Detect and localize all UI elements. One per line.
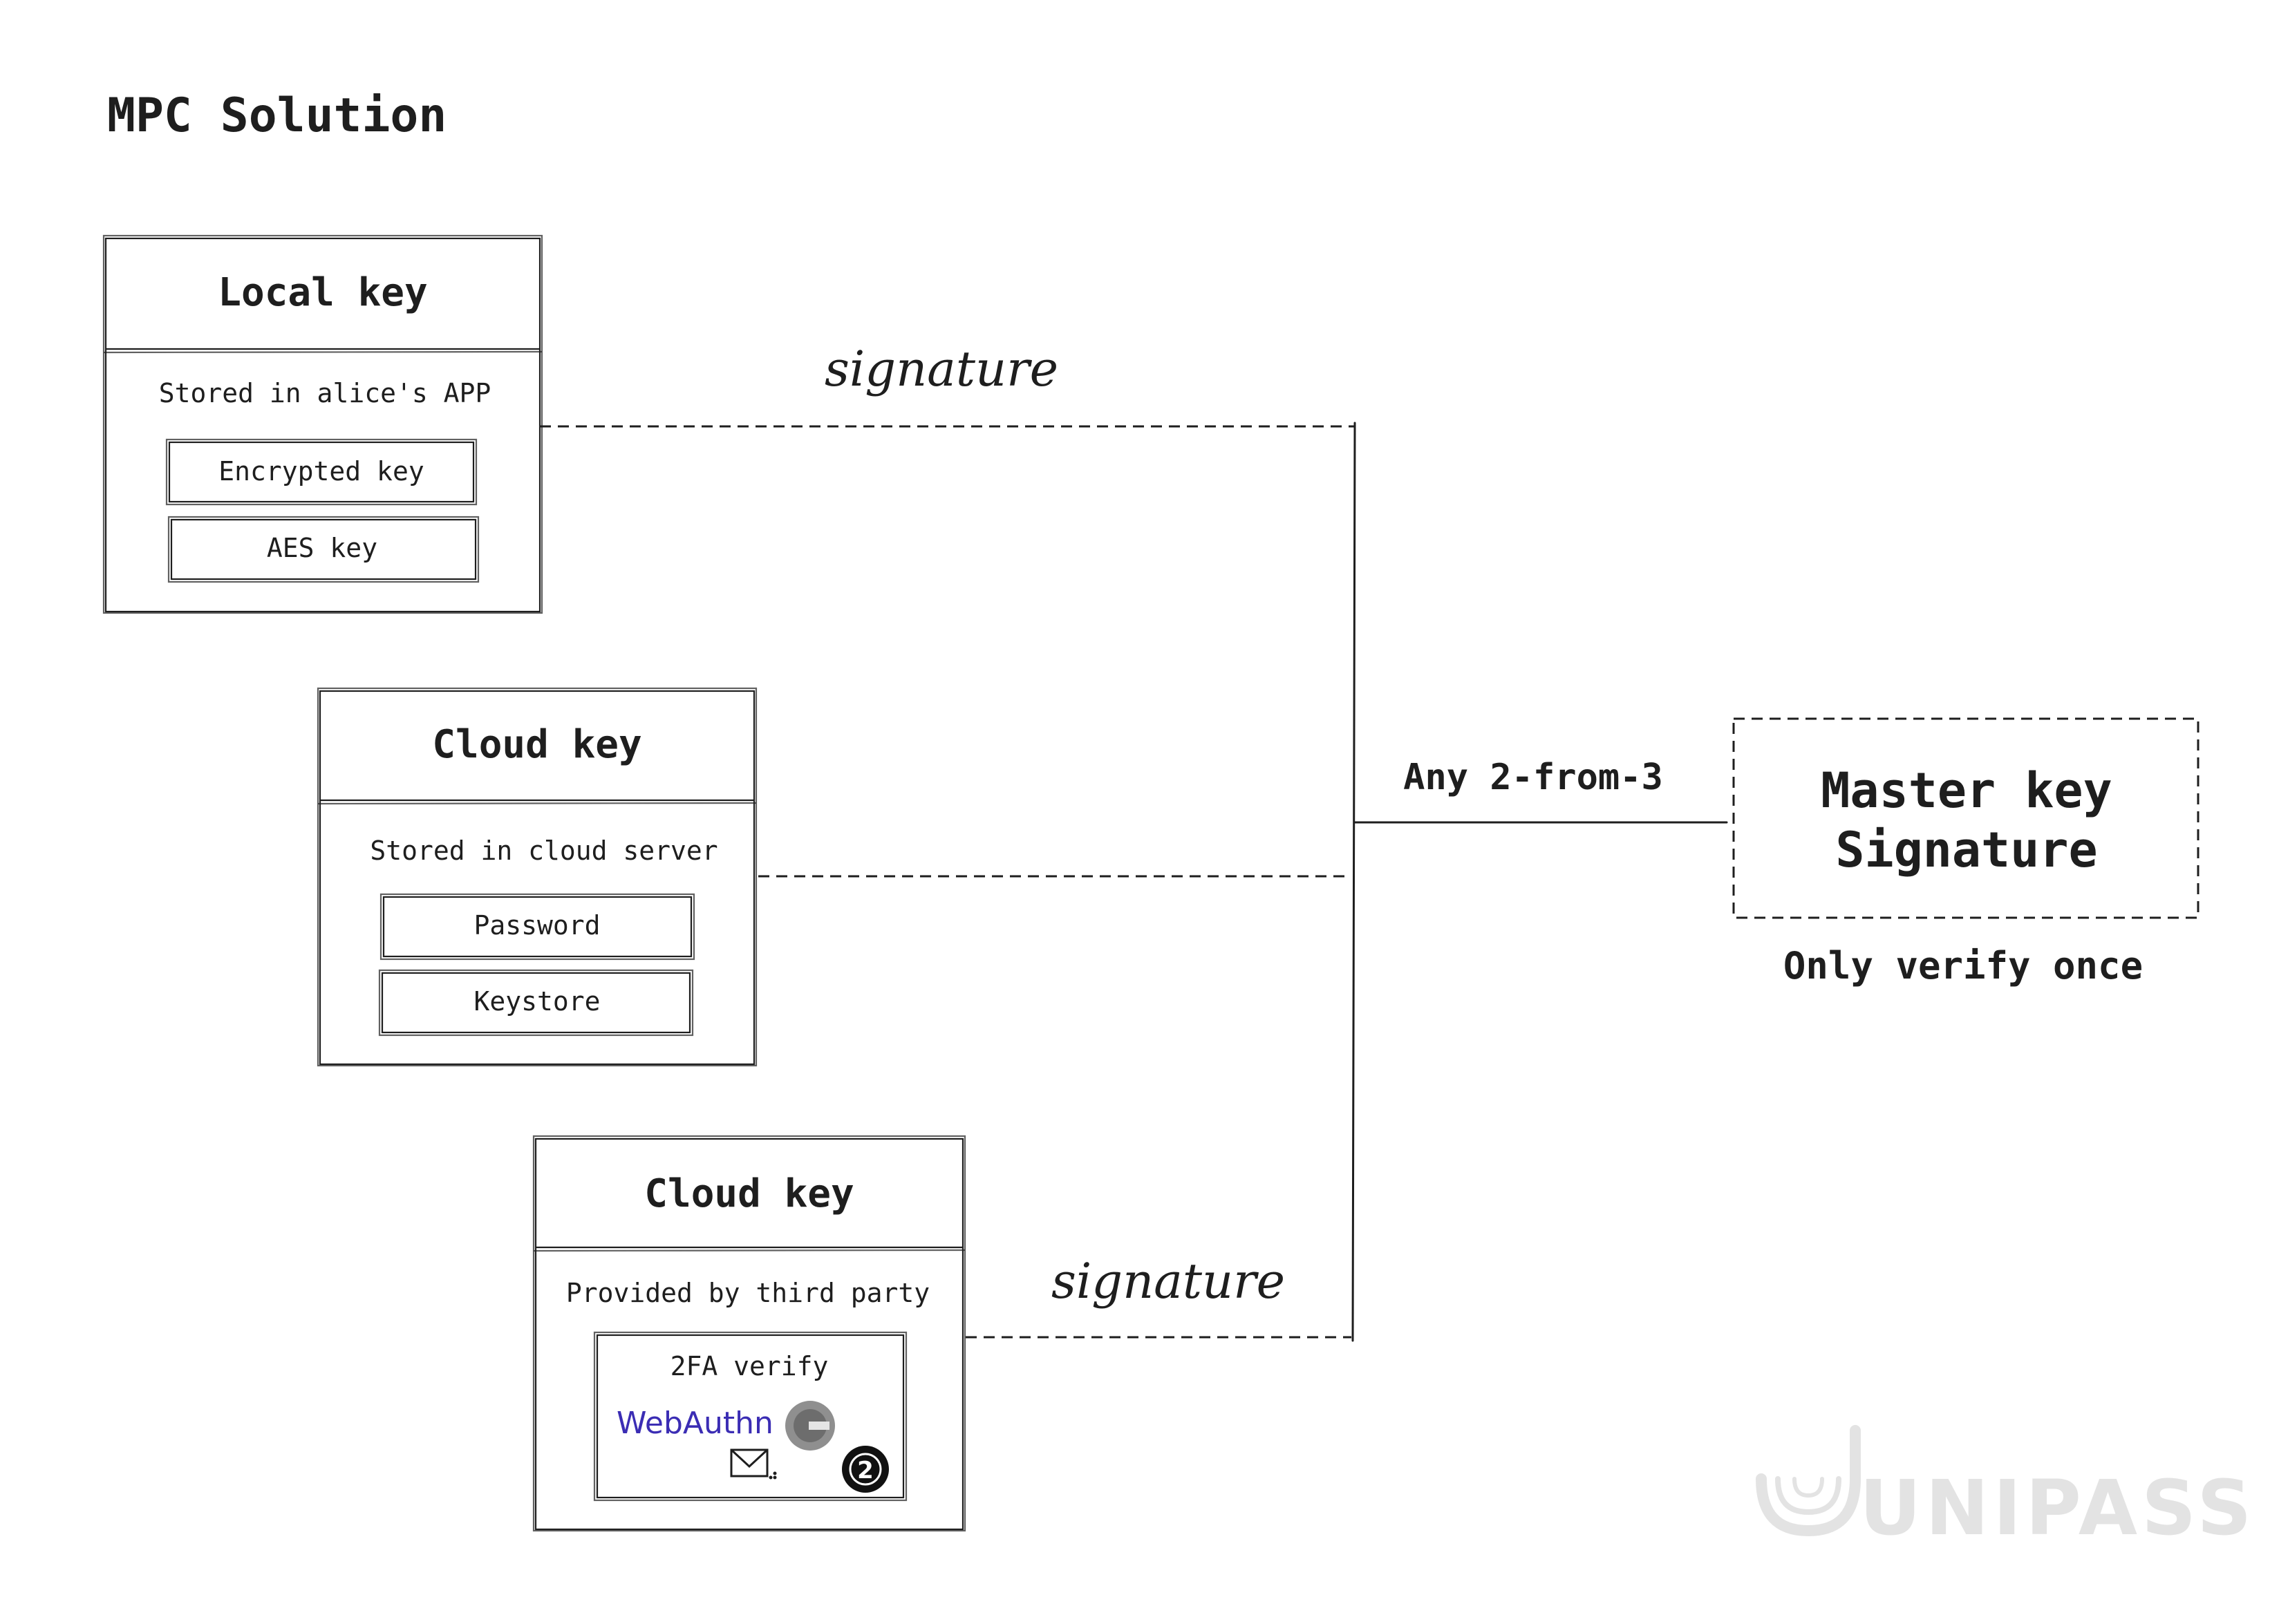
third-party-key-subtitle: Provided by third party [566, 1278, 930, 1308]
merge-line [1351, 422, 1356, 1342]
bottom-signature-label: signature [1051, 1253, 1285, 1310]
aes-key-label: AES key [267, 533, 377, 563]
connectors [540, 422, 1728, 1342]
top-signature-label: signature [825, 341, 1058, 397]
keystore-label: Keystore [473, 986, 600, 1017]
keystore-box: Keystore [378, 969, 694, 1037]
master-key-subtitle: Signature [1835, 822, 2097, 878]
encrypted-key-box: Encrypted key [165, 438, 478, 506]
threshold-label: Any 2-from-3 [1403, 757, 1663, 798]
watermark-text: UNIPASS [1859, 1464, 2255, 1552]
third-party-key-header: Cloud key [644, 1171, 854, 1216]
diagram-title: MPC Solution [107, 88, 447, 143]
master-key-title: Master key [1821, 762, 2112, 819]
master-key-caption: Only verify once [1783, 944, 2143, 988]
cloud-key-header: Cloud key [432, 722, 641, 767]
google-authenticator-icon [785, 1401, 835, 1451]
2fa-verify-label: 2FA verify [670, 1351, 829, 1381]
local-key-header: Local key [218, 270, 427, 315]
unipass-watermark: UNIPASS [1756, 1425, 2255, 1552]
aes-key-box: AES key [167, 516, 480, 583]
cloud-key-box: Cloud key Stored in cloud server Passwor… [317, 687, 758, 1067]
third-party-key-box: Cloud key Provided by third party 2FA ve… [532, 1135, 966, 1532]
password-box: Password [379, 893, 695, 961]
webauthn-label: WebAuthn [617, 1406, 773, 1441]
2fa-verify-box: 2FA verify WebAuthn 2 [593, 1331, 908, 1502]
local-key-subtitle: Stored in alice's APP [159, 378, 491, 408]
cloud-key-subtitle: Stored in cloud server [370, 835, 717, 866]
two-factor-badge-number: 2 [857, 1457, 874, 1484]
master-key-box: Master key Signature Only verify once [1732, 717, 2199, 988]
encrypted-key-label: Encrypted key [218, 456, 424, 487]
local-key-box: Local key Stored in alice's APP Encrypte… [102, 234, 543, 614]
password-label: Password [473, 910, 600, 941]
two-factor-badge-icon: 2 [842, 1446, 889, 1493]
unipass-logo-icon [1756, 1425, 1861, 1537]
email-icon [730, 1448, 777, 1480]
